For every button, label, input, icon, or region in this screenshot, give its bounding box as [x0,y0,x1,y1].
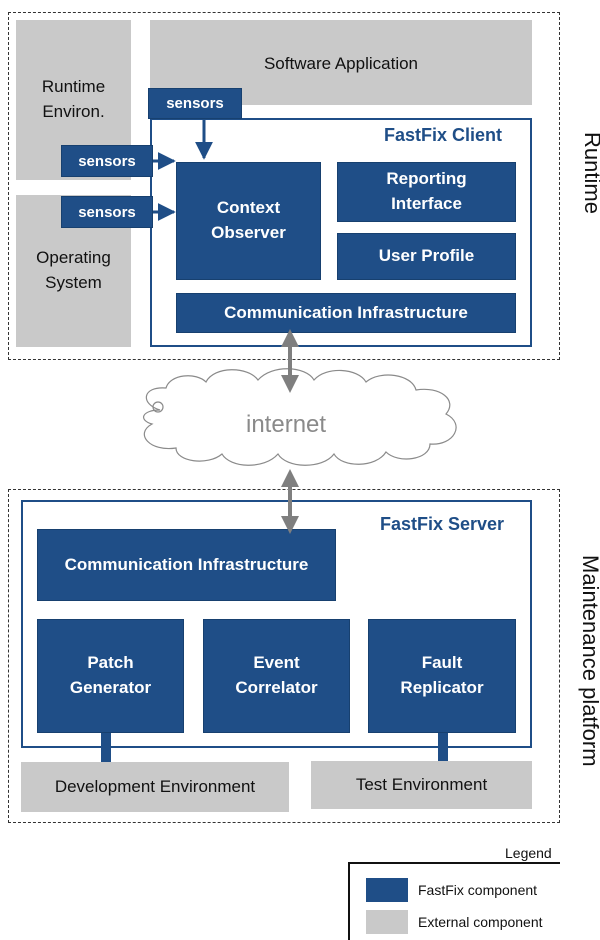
sensors-label-top: sensors [148,88,242,119]
legend-fastfix-label: FastFix component [418,882,538,898]
internet-label: internet [246,411,327,438]
development-environment-box: Development Environment [21,762,289,812]
fault-replicator-connector [438,733,448,761]
patch-generator-connector [101,733,111,763]
legend [348,862,560,940]
reporting-interface-box: Reporting Interface [337,162,516,222]
sensors-label-runtime: sensors [61,145,153,177]
legend-external-swatch [366,910,408,934]
test-environment-box: Test Environment [311,761,532,809]
internet-cloud [143,368,457,466]
fastfix-client-title: FastFix Client [384,125,503,145]
server-communication-infrastructure-box: Communication Infrastructure [37,529,336,601]
sensors-label-os: sensors [61,196,153,228]
fault-replicator-box: Fault Replicator [368,619,516,733]
legend-title: Legend [505,845,552,861]
user-profile-box: User Profile [337,233,516,280]
patch-generator-box: Patch Generator [37,619,184,733]
client-communication-infrastructure-box: Communication Infrastructure [176,293,516,333]
event-correlator-box: Event Correlator [203,619,350,733]
fastfix-server-title: FastFix Server [380,514,505,534]
legend-fastfix-swatch [366,878,408,902]
context-observer-box: Context Observer [176,162,321,280]
legend-external-label: External component [418,914,543,930]
